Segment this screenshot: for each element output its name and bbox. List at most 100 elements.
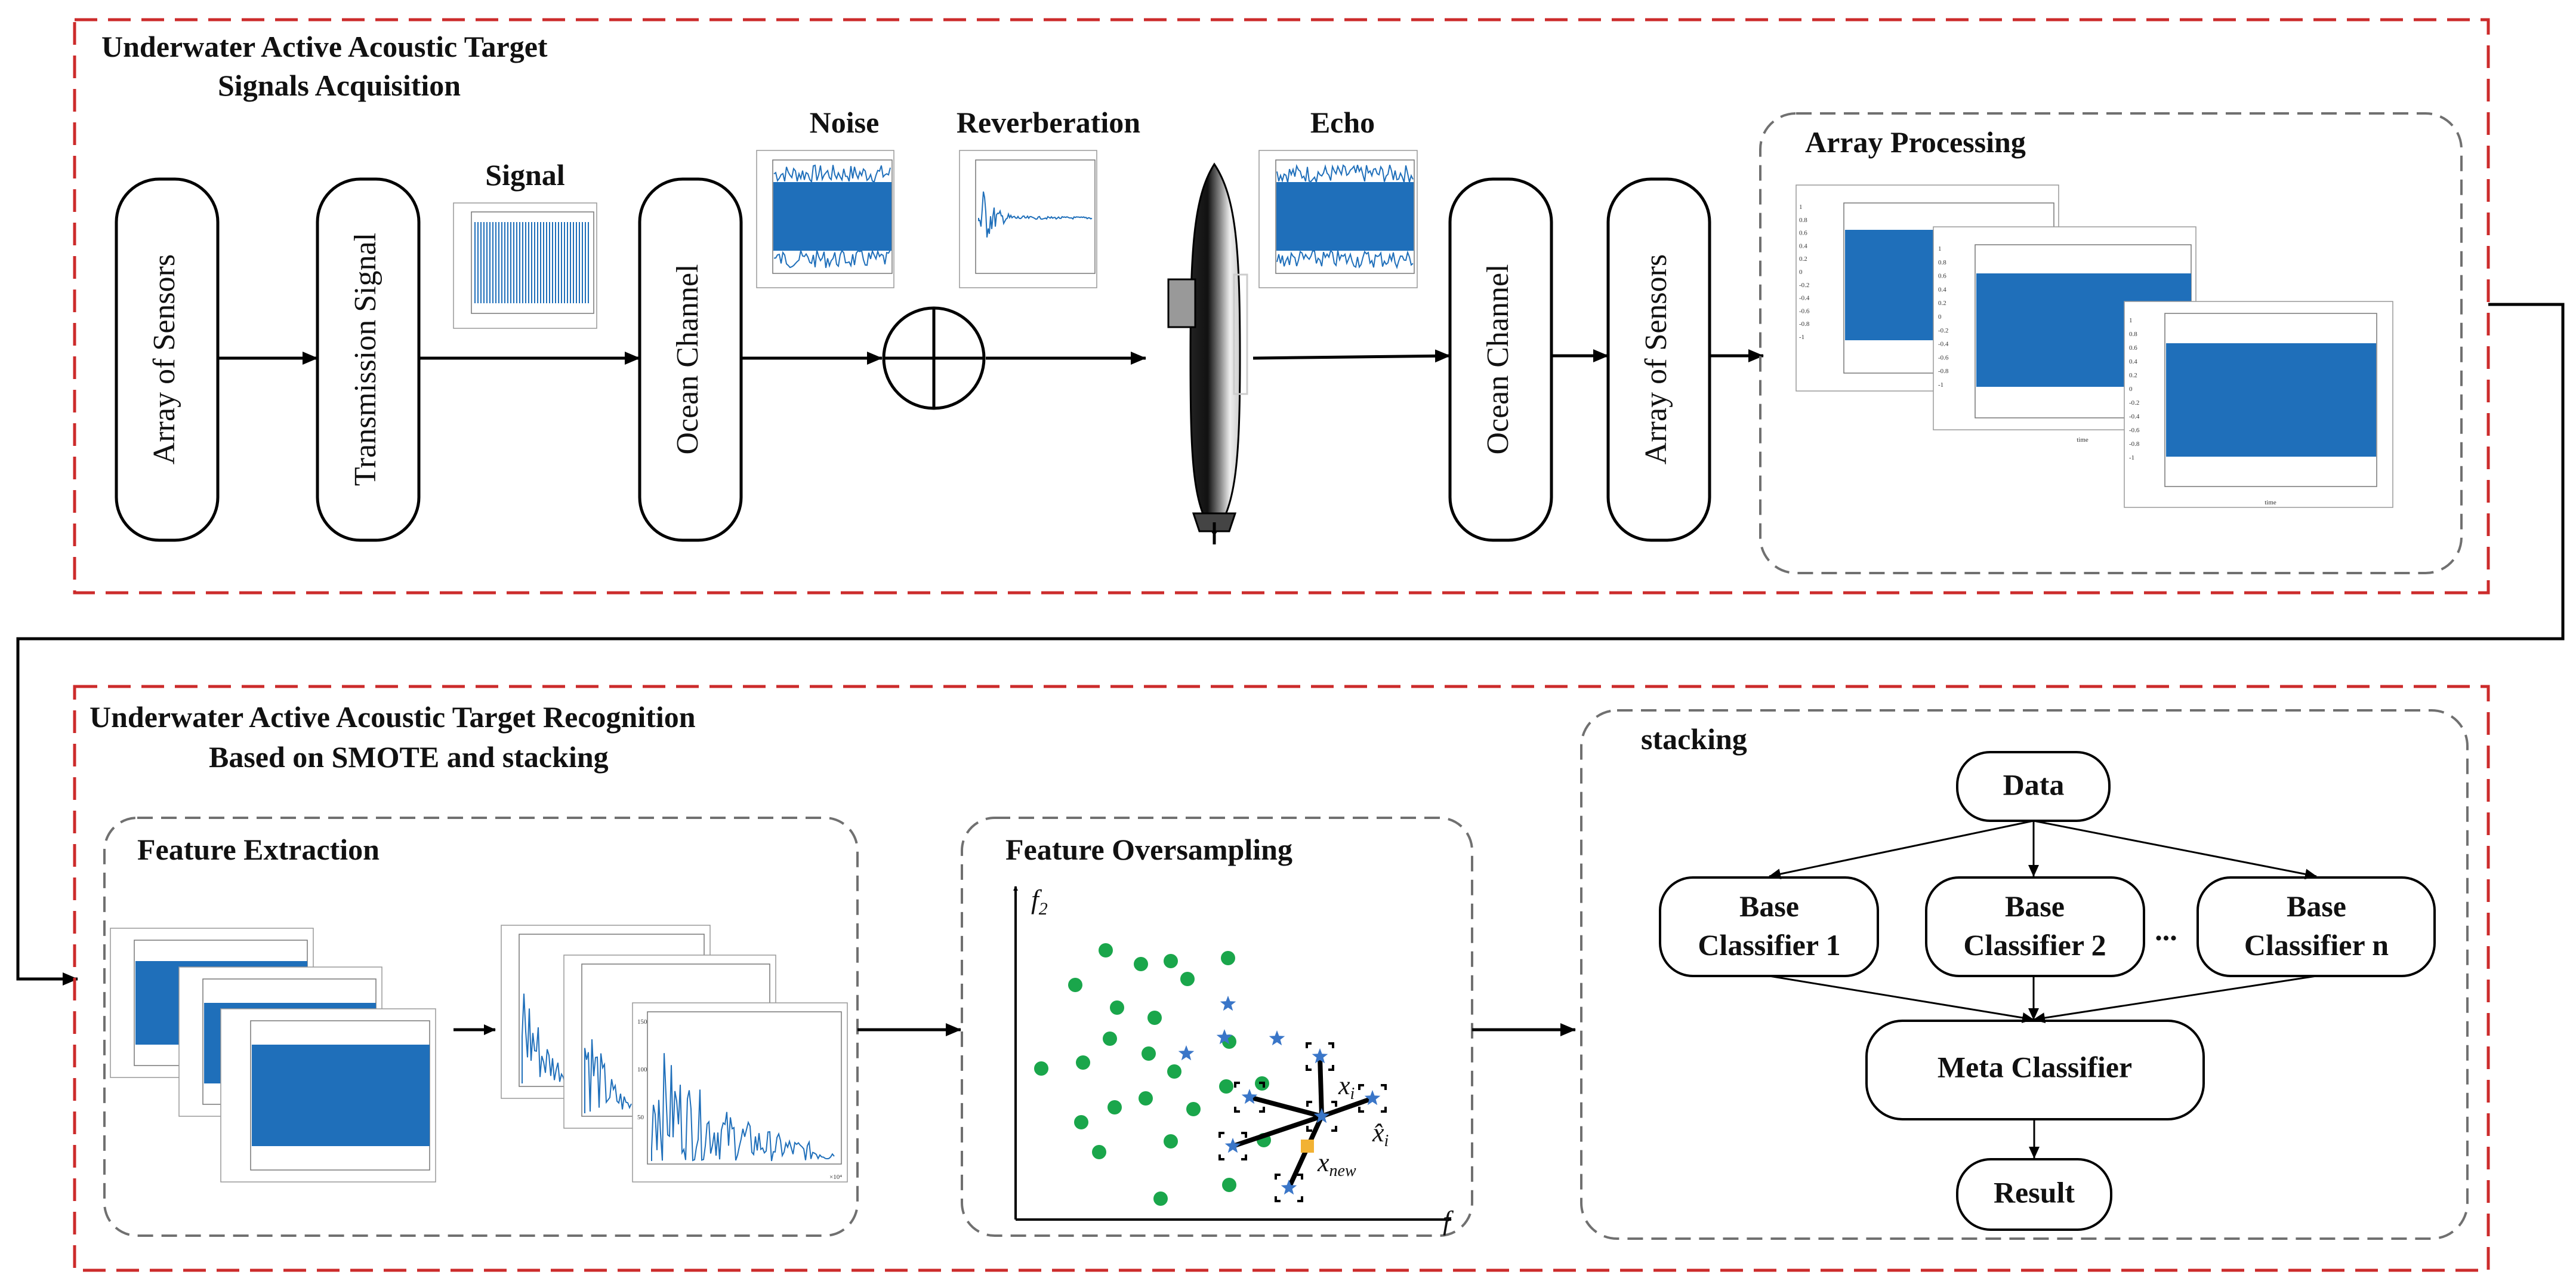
majority-point xyxy=(1180,972,1195,986)
sensors-rx-label: Array of Sensors xyxy=(1639,254,1673,464)
fe-time-plot-3 xyxy=(220,1008,436,1183)
array-plot-1-ytick: 0.6 xyxy=(1799,230,1807,237)
majority-point xyxy=(1034,1061,1048,1076)
array-plot-3-ytick: 0.6 xyxy=(2129,344,2137,352)
majority-point xyxy=(1074,1115,1088,1129)
base-classifier-1-label-2: Classifier 1 xyxy=(1698,928,1840,962)
stacking-arrows xyxy=(1769,820,2317,1159)
bracketed-star xyxy=(1306,1042,1334,1071)
stacking-title: stacking xyxy=(1641,722,1747,756)
noise-waveform xyxy=(773,164,891,269)
panel-connector xyxy=(16,303,2565,986)
majority-point xyxy=(1099,943,1113,957)
stacking-box xyxy=(1580,709,2469,1240)
recognition-title-line1: Underwater Active Acoustic Target Recogn… xyxy=(90,700,696,734)
array-plot-3-ytick: 0.2 xyxy=(2129,372,2137,379)
channel-2-label: Ocean Channel xyxy=(1481,264,1515,454)
base-classifier-2-node xyxy=(1925,876,2145,977)
majority-class-points xyxy=(1034,943,1271,1206)
signal-waveform xyxy=(474,222,589,303)
majority-point xyxy=(1110,1000,1124,1015)
feature-extraction-title: Feature Extraction xyxy=(137,833,380,866)
reverberation-waveform xyxy=(978,191,1093,238)
reverberation-waveform-plot xyxy=(959,150,1097,288)
majority-point xyxy=(1092,1145,1106,1159)
sum-junction-icon xyxy=(882,306,986,410)
spectrum-3 xyxy=(651,1053,835,1162)
bracketed-star xyxy=(1218,1132,1247,1160)
spectrum-ytick: 100 xyxy=(637,1066,647,1073)
spectrum-exponent: ×10⁴ xyxy=(829,1174,842,1181)
oversampling-y-axis-label: f2 xyxy=(1031,884,1048,919)
fe-spectrum-plot-3 xyxy=(632,1002,848,1183)
signal-label: Signal xyxy=(485,158,565,192)
submarine-target-icon xyxy=(1167,162,1248,544)
minority-star xyxy=(1312,1048,1328,1064)
array-processing-title: Array Processing xyxy=(1805,125,2026,159)
base-classifier-2-label-2: Classifier 2 xyxy=(1963,928,2106,962)
data-node-label: Data xyxy=(2003,768,2065,801)
majority-point xyxy=(1219,1079,1233,1094)
array-plot-2-ytick: 0.8 xyxy=(1938,259,1946,266)
array-plot-3-xlabel: time xyxy=(2265,499,2276,506)
acquisition-panel xyxy=(73,18,2490,595)
echo-label: Echo xyxy=(1310,106,1375,139)
echo-waveform xyxy=(1276,164,1414,269)
recognition-title-line2: Based on SMOTE and stacking xyxy=(209,740,609,774)
spectrum-ytick: 50 xyxy=(637,1114,644,1121)
minority-star xyxy=(1269,1030,1285,1046)
base-classifier-n-label: Base xyxy=(2287,889,2346,923)
array-plot-ticks: 10.80.60.40.20-0.2-0.4-0.6-0.8-110.80.60… xyxy=(1799,204,2140,461)
recognition-panel xyxy=(73,685,2490,1272)
array-plot-3-ytick: -0.8 xyxy=(2129,441,2140,448)
reverberation-label: Reverberation xyxy=(957,106,1140,139)
label-xhat: x̂i xyxy=(1372,1118,1389,1150)
new-synthetic-point xyxy=(1301,1140,1314,1153)
array-plot-3-ytick: -1 xyxy=(2129,454,2134,461)
result-label: Result xyxy=(1994,1175,2075,1209)
minority-class-stars xyxy=(1178,996,1285,1061)
feature-extraction-box xyxy=(103,817,859,1237)
minority-star xyxy=(1224,1138,1241,1153)
minority-star xyxy=(1364,1090,1381,1106)
minority-star xyxy=(1220,996,1236,1011)
echo-waveform-plot xyxy=(1258,150,1418,288)
array-plot-3-ytick: 0.8 xyxy=(2129,331,2137,338)
majority-point xyxy=(1221,951,1235,965)
oversampling-x-axis-label: f xyxy=(1443,1205,1454,1236)
spectrum-ytick: 150 xyxy=(637,1018,647,1026)
label-xnew: xnew xyxy=(1317,1148,1356,1180)
array-plot-2-ytick: 1 xyxy=(1938,245,1942,253)
array-plot-3-ytick: 1 xyxy=(2129,317,2133,324)
array-plot-3-ytick: -0.2 xyxy=(2129,399,2139,407)
majority-point xyxy=(1139,1091,1153,1106)
majority-point xyxy=(1107,1100,1122,1114)
array-plot-1-ytick: 1 xyxy=(1799,204,1803,211)
array-plot-1-ytick: -1 xyxy=(1799,334,1804,341)
array-plot-2-ytick: -0.4 xyxy=(1938,341,1949,348)
majority-point xyxy=(1142,1046,1156,1061)
array-plot-2-ytick: -0.6 xyxy=(1938,354,1949,361)
minority-star xyxy=(1241,1089,1258,1104)
sensors-tx-label: Array of Sensors xyxy=(147,254,181,464)
minority-star xyxy=(1178,1045,1195,1061)
majority-point xyxy=(1076,1055,1090,1070)
majority-point xyxy=(1134,957,1148,971)
array-plot-3-ytick: 0.4 xyxy=(2129,358,2137,365)
majority-point xyxy=(1103,1032,1117,1046)
array-plot-2-ytick: -0.8 xyxy=(1938,368,1949,375)
bracketed-star xyxy=(1358,1084,1387,1113)
majority-point xyxy=(1164,954,1178,968)
bracketed-star xyxy=(1306,1101,1337,1132)
array-plot-1-ytick: -0.2 xyxy=(1799,282,1809,289)
majority-point xyxy=(1222,1178,1236,1192)
minority-star xyxy=(1216,1029,1233,1045)
base-classifier-1-label: Base xyxy=(1739,889,1799,923)
feature-oversampling-title: Feature Oversampling xyxy=(1005,833,1292,866)
minority-star xyxy=(1313,1108,1330,1123)
result-node xyxy=(1956,1158,2112,1231)
channel-1-label: Ocean Channel xyxy=(671,264,705,454)
classifier-ellipsis: ... xyxy=(2155,913,2177,947)
array-plot-1-ytick: -0.8 xyxy=(1799,321,1810,328)
